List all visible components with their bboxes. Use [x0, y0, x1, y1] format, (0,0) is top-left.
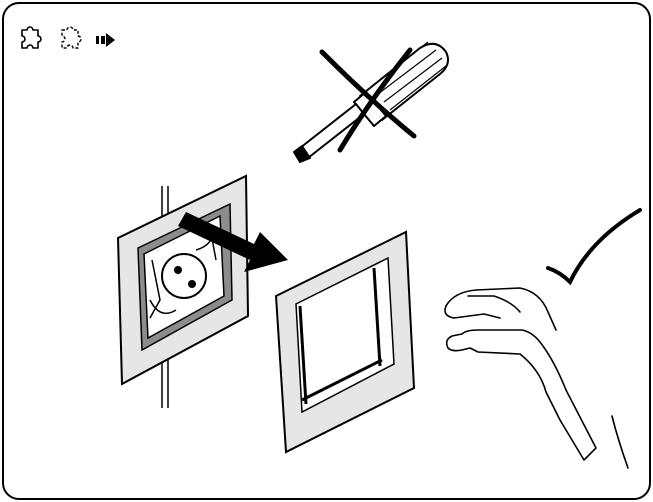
arrow-right-icon	[96, 33, 115, 47]
cross-mark-icon	[319, 47, 417, 153]
detached-frame	[274, 230, 416, 454]
screwdriver-icon	[293, 41, 449, 163]
hand-icon	[444, 287, 629, 469]
puzzle-piece-icon	[21, 26, 42, 49]
remove-direction-arrow-icon	[178, 212, 288, 272]
puzzle-piece-outline-icon	[61, 26, 82, 49]
wall-socket-with-frame	[116, 174, 250, 408]
check-mark-icon	[546, 208, 642, 286]
